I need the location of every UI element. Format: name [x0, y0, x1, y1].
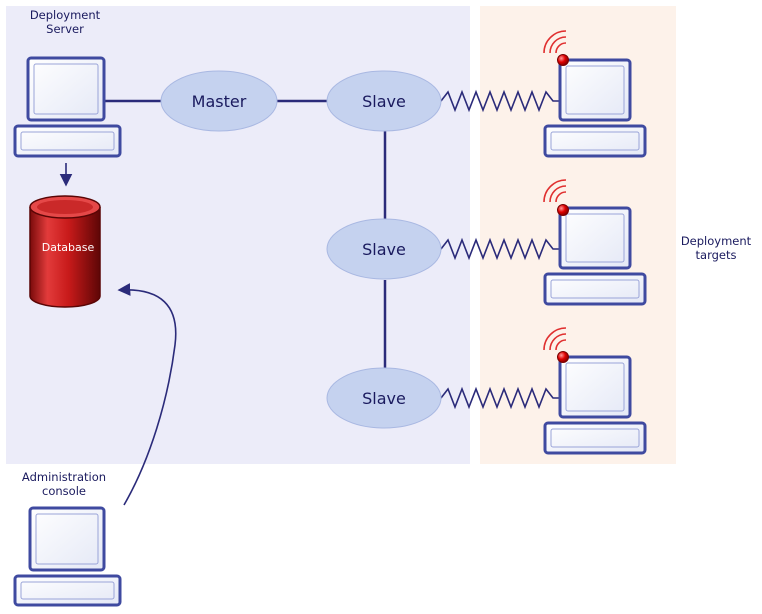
slave-label-2: Slave — [362, 240, 406, 259]
administration-console-label-line2: console — [42, 484, 86, 498]
console-to-database-arrow — [117, 283, 177, 506]
slave-node-3 — [326, 367, 442, 429]
target-computer-1 — [543, 58, 647, 158]
wireless-links — [440, 89, 562, 410]
deployment-targets-label-line1: Deployment — [680, 234, 752, 248]
master-label: Master — [192, 92, 247, 111]
deployment-targets-label-line2: targets — [695, 248, 737, 262]
slave-label-3: Slave — [362, 389, 406, 408]
master-node — [160, 70, 278, 132]
slave-node-2 — [326, 218, 442, 280]
target-computer-3 — [543, 355, 647, 455]
deployment-server-label: Deployment Server — [10, 8, 120, 36]
deployment-server-computer — [13, 56, 122, 158]
administration-console-label-line1: Administration — [21, 470, 107, 484]
deployment-targets-label: Deployment targets — [672, 234, 760, 262]
slave-node-1 — [326, 70, 442, 132]
slave-label-1: Slave — [362, 92, 406, 111]
signal-icon — [543, 179, 569, 216]
deployment-server-label-line1: Deployment — [29, 8, 101, 22]
administration-console-computer — [13, 506, 122, 607]
database-label: Database — [42, 241, 95, 254]
database-cylinder — [29, 195, 101, 308]
target-computer-2 — [543, 206, 647, 306]
administration-console-label: Administration console — [6, 470, 122, 498]
deployment-server-label-line2: Server — [46, 22, 84, 36]
signal-icon — [543, 30, 569, 66]
signal-icon — [543, 327, 569, 363]
network-links — [104, 99, 387, 370]
